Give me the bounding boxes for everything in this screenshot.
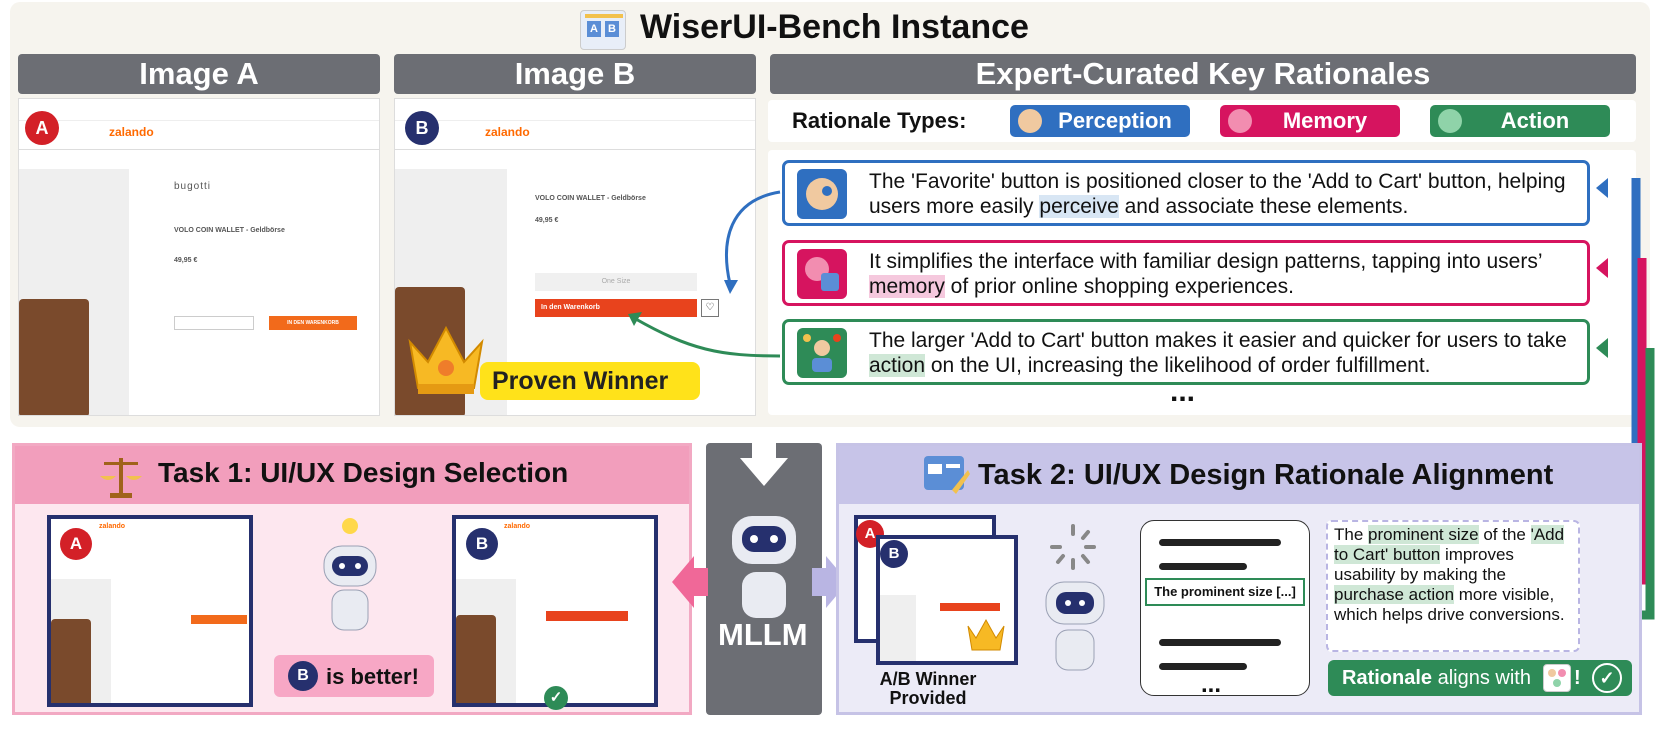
badge-a: A bbox=[25, 111, 59, 145]
product-price: 49,95 € bbox=[174, 257, 198, 264]
response-more: ... bbox=[1201, 671, 1222, 698]
check-icon: ✓ bbox=[544, 686, 568, 710]
image-b-header: Image B bbox=[394, 54, 756, 94]
brand-logo: zalando bbox=[485, 125, 530, 139]
brand-logo: zalando bbox=[109, 125, 154, 139]
answer-text: is better! bbox=[326, 664, 419, 689]
loading-icon bbox=[1048, 522, 1098, 572]
mllm-label: MLLM bbox=[718, 617, 808, 652]
add-to-cart-b[interactable]: In den Warenkorb bbox=[535, 299, 697, 317]
right-arrow bbox=[812, 556, 848, 608]
aligned-check-icon: ✓ bbox=[1592, 663, 1622, 693]
task2-header-bar bbox=[839, 446, 1639, 504]
memory-brain-icon bbox=[797, 249, 847, 299]
perception-eye-icon bbox=[797, 169, 847, 219]
rationale-perception: The 'Favorite' button is positioned clos… bbox=[782, 160, 1590, 226]
badge-b: B bbox=[405, 111, 439, 145]
scale-icon bbox=[96, 450, 146, 500]
wallet-image bbox=[19, 299, 89, 415]
product-name: VOLO COIN WALLET - Geldbörse bbox=[174, 227, 285, 234]
product-brand: bugotti bbox=[174, 181, 212, 192]
response-text: The prominent size of the 'Add to Cart' … bbox=[1326, 520, 1580, 652]
add-to-cart-a[interactable]: IN DEN WARENKORB bbox=[269, 316, 357, 330]
product-name: VOLO COIN WALLET - Geldbörse bbox=[535, 195, 646, 202]
rationale-types-label: Rationale Types: bbox=[792, 108, 967, 133]
task1-badge-b: B bbox=[466, 528, 498, 560]
task2-title: Task 2: UI/UX Design Rationale Alignment bbox=[978, 459, 1554, 491]
perception-pill: Perception bbox=[1010, 105, 1190, 137]
robot-icon bbox=[310, 510, 390, 640]
task1-title: Task 1: UI/UX Design Selection bbox=[158, 457, 569, 488]
size-select[interactable]: One Size bbox=[535, 273, 697, 291]
memory-icon bbox=[1228, 109, 1252, 133]
perception-icon bbox=[1018, 109, 1042, 133]
rationale-icon bbox=[1543, 664, 1571, 692]
design-icon bbox=[922, 450, 970, 498]
image-a-header: Image A bbox=[18, 54, 380, 94]
product-price: 49,95 € bbox=[535, 217, 559, 224]
proven-winner-label: Proven Winner bbox=[480, 362, 700, 400]
task2-badge-b: B bbox=[880, 540, 908, 568]
action-icon bbox=[1438, 109, 1462, 133]
more-rationales: ... bbox=[1170, 375, 1196, 408]
winner-provided-note: A/B Winner Provided bbox=[879, 669, 977, 708]
rationales-header: Expert-Curated Key Rationales bbox=[770, 54, 1636, 94]
response-bubble: ... bbox=[1140, 520, 1310, 698]
crown-icon bbox=[404, 318, 488, 398]
alignment-exclaim: ! bbox=[1574, 667, 1581, 689]
rationale-pointer-arrows bbox=[628, 190, 781, 358]
answer-badge: B bbox=[288, 661, 318, 691]
task2-robot-icon bbox=[1030, 578, 1120, 678]
alignment-result: Rationale aligns with bbox=[1328, 660, 1632, 696]
down-arrow bbox=[740, 430, 788, 486]
rationale-action: The larger 'Add to Cart' button makes it… bbox=[782, 319, 1590, 385]
favorite-icon[interactable]: ♡ bbox=[701, 299, 719, 317]
rationale-memory: It simplifies the interface with familia… bbox=[782, 240, 1590, 306]
screenshot-a: zalando bugotti VOLO COIN WALLET - Geldb… bbox=[18, 98, 380, 416]
task1-badge-a: A bbox=[60, 528, 92, 560]
ab-icon: A B bbox=[580, 10, 626, 50]
task2-crown-icon bbox=[966, 616, 1006, 656]
response-snippet: The prominent size [...] bbox=[1145, 578, 1305, 606]
page-title: WiserUI-Bench Instance bbox=[640, 8, 1029, 46]
action-person-icon bbox=[797, 328, 847, 378]
left-arrow bbox=[672, 556, 708, 608]
mllm-robot-icon bbox=[714, 502, 814, 622]
